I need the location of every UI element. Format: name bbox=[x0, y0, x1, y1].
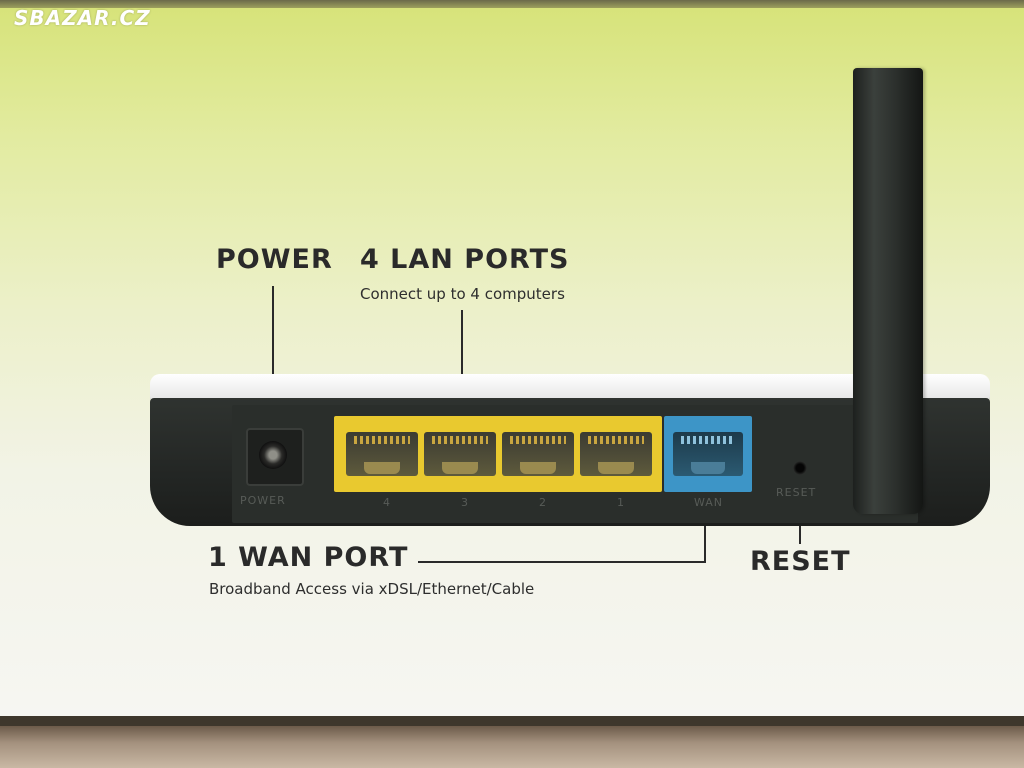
watermark-logo: SBAZAR.CZ bbox=[14, 6, 151, 30]
power-callout-label: POWER bbox=[216, 244, 333, 275]
lan-callout-sublabel: Connect up to 4 computers bbox=[360, 285, 565, 303]
ethernet-port-icon bbox=[502, 432, 574, 476]
lan-port-number: 3 bbox=[461, 496, 469, 509]
reset-callout-label: RESET bbox=[750, 546, 851, 577]
power-jack-icon bbox=[259, 441, 287, 469]
ethernet-port-icon bbox=[424, 432, 496, 476]
box-top-edge bbox=[0, 0, 1024, 10]
reset-button-icon bbox=[793, 461, 807, 475]
shelf-surface bbox=[0, 726, 1024, 768]
ethernet-port-icon bbox=[673, 432, 743, 476]
lan-port-number: 1 bbox=[617, 496, 625, 509]
antenna-icon bbox=[853, 68, 923, 514]
ethernet-port-icon bbox=[580, 432, 652, 476]
lan-callout-label: 4 LAN PORTS bbox=[360, 244, 570, 275]
power-leader-line bbox=[272, 286, 274, 436]
box-bottom-edge bbox=[0, 716, 1024, 726]
wan-leader-line-horizontal bbox=[418, 561, 706, 563]
engraved-reset-text: RESET bbox=[776, 486, 817, 499]
wan-callout-label: 1 WAN PORT bbox=[208, 542, 409, 573]
ethernet-port-icon bbox=[346, 432, 418, 476]
router-top-shell bbox=[150, 374, 990, 400]
wan-port-block bbox=[664, 416, 752, 492]
wan-callout-sublabel: Broadband Access via xDSL/Ethernet/Cable bbox=[209, 580, 535, 598]
lan-port-number: 4 bbox=[383, 496, 391, 509]
engraved-power-text: POWER bbox=[240, 494, 286, 507]
engraved-wan-text: WAN bbox=[694, 496, 724, 509]
lan-port-block bbox=[334, 416, 662, 492]
lan-port-number: 2 bbox=[539, 496, 547, 509]
